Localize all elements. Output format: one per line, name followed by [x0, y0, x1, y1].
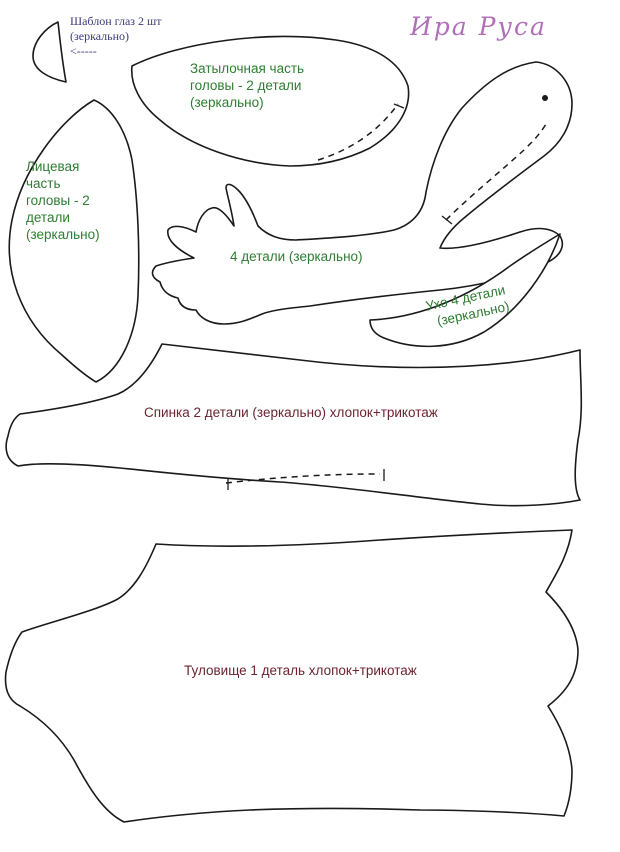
label-line: (зеркально) [26, 227, 100, 242]
eye-template-piece [32, 21, 67, 83]
body-label: Туловище 1 деталь хлопок+трикотаж [184, 663, 417, 678]
label-line: часть [26, 176, 61, 191]
back-seam [225, 473, 381, 484]
ear-piece [369, 233, 561, 348]
seam-notch [441, 215, 453, 225]
limb-label: 4 детали (зеркально) [230, 249, 363, 264]
seam-notch [393, 103, 405, 109]
limb-piece [151, 61, 573, 325]
face-piece [8, 99, 140, 383]
back-piece [5, 343, 583, 507]
label-line: головы - 2 [26, 193, 90, 208]
limb-seam [445, 123, 547, 221]
eye-marker [542, 95, 548, 101]
label-line: головы - 2 детали [190, 78, 302, 93]
face-label: Лицевая часть головы - 2 детали (зеркаль… [26, 158, 100, 243]
back-label: Спинка 2 детали (зеркально) хлопок+трико… [144, 405, 438, 420]
label-line: (зеркально) [190, 95, 264, 110]
eye-template-title: Шаблон глаз 2 шт [70, 14, 162, 28]
author-signature: Ира Руса [410, 12, 547, 41]
label-line: Лицевая [26, 159, 80, 174]
head-back-piece [130, 35, 410, 167]
eye-template-note: Шаблон глаз 2 шт (зеркально) <----- [70, 14, 162, 59]
label-line: Затылочная часть [190, 61, 305, 76]
head-back-seam [317, 103, 399, 161]
head-back-label: Затылочная часть головы - 2 детали (зерк… [190, 60, 304, 111]
eye-template-mirror: (зеркально) [70, 29, 130, 43]
eye-template-arrow: <----- [70, 44, 97, 58]
label-line: детали [26, 210, 70, 225]
body-piece [4, 529, 579, 823]
